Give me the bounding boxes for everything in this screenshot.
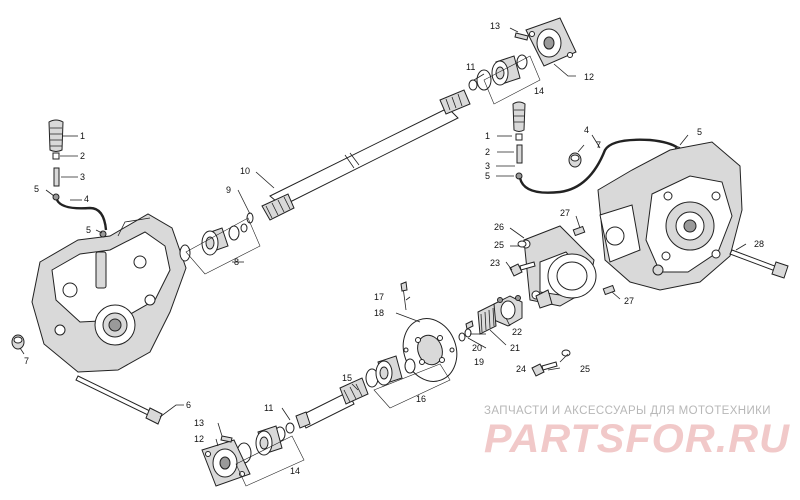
callout-4: 4 xyxy=(584,125,589,135)
seal-bearing-16 xyxy=(365,355,416,388)
callout-28: 28 xyxy=(754,239,764,249)
callout-17: 17 xyxy=(374,292,384,302)
rear-gearcase xyxy=(597,141,743,291)
callout-14: 14 xyxy=(290,466,300,476)
front-gearcase xyxy=(31,213,187,373)
spacer-11-lower xyxy=(285,422,295,434)
spacer-11-upper xyxy=(468,79,478,91)
callout-3: 3 xyxy=(485,161,490,171)
callout-8: 8 xyxy=(234,257,239,267)
callout-5: 5 xyxy=(86,225,91,235)
callout-3: 3 xyxy=(80,172,85,182)
callout-11: 11 xyxy=(466,62,475,72)
callout-1: 1 xyxy=(485,131,490,141)
coupler-22 xyxy=(493,295,523,327)
callout-14: 14 xyxy=(534,86,544,96)
bolt-28 xyxy=(729,249,789,279)
washers-19-20 xyxy=(458,320,474,342)
gasket-plate xyxy=(535,253,597,309)
seal-bearing-8 xyxy=(179,223,248,262)
callout-2: 2 xyxy=(80,151,85,161)
bolt-23 xyxy=(509,240,536,277)
callout-24: 24 xyxy=(516,364,526,374)
housing-12-upper xyxy=(514,17,577,67)
leader-lines xyxy=(19,27,747,487)
seal-bearing-14-upper xyxy=(476,54,528,91)
callout-13: 13 xyxy=(194,418,204,428)
callout-7: 7 xyxy=(596,140,601,150)
callout-20: 20 xyxy=(472,343,482,353)
plug-7-left xyxy=(11,334,25,350)
seal-bearing-14-lower xyxy=(236,425,286,464)
callout-9: 9 xyxy=(226,185,231,195)
housing-12-lower xyxy=(201,435,251,487)
callout-6: 6 xyxy=(186,400,191,410)
bolt-24 xyxy=(531,349,571,377)
callout-5: 5 xyxy=(697,127,702,137)
stub-shaft-15 xyxy=(295,377,369,429)
callout-5: 5 xyxy=(485,171,490,181)
callout-12: 12 xyxy=(194,434,204,444)
watermark: ЗАПЧАСТИ И АКСЕССУАРЫ ДЛЯ МОТОТЕХНИКИ PA… xyxy=(484,405,790,461)
callout-25: 25 xyxy=(580,364,590,374)
callout-13: 13 xyxy=(490,21,500,31)
vent-assembly-left xyxy=(48,119,108,238)
drive-shaft-10 xyxy=(246,89,471,224)
callout-25: 25 xyxy=(494,240,504,250)
callout-23: 23 xyxy=(490,258,500,268)
callout-26: 26 xyxy=(494,222,504,232)
pins-27 xyxy=(572,225,616,296)
callout-15: 15 xyxy=(342,373,352,383)
callout-2: 2 xyxy=(485,147,490,157)
brake-disc-18 xyxy=(400,281,458,382)
callout-10: 10 xyxy=(240,166,250,176)
callout-5: 5 xyxy=(34,184,39,194)
spring-21 xyxy=(477,303,497,335)
watermark-caption: ЗАПЧАСТИ И АКСЕССУАРЫ ДЛЯ МОТОТЕХНИКИ xyxy=(484,405,771,417)
callout-12: 12 xyxy=(584,72,594,82)
watermark-logo: PARTSFOR.RU xyxy=(484,417,790,461)
bolt-6 xyxy=(75,375,163,425)
callout-21: 21 xyxy=(510,343,520,353)
callout-22: 22 xyxy=(512,327,522,337)
callout-1: 1 xyxy=(80,131,85,141)
callout-7: 7 xyxy=(24,356,29,366)
callout-labels: 1 2 3 5 4 5 7 6 8 9 10 13 11 12 14 1 2 3… xyxy=(24,21,764,476)
callout-11: 11 xyxy=(264,403,273,413)
callout-27: 27 xyxy=(624,296,634,306)
callout-19: 19 xyxy=(474,357,484,367)
callout-16: 16 xyxy=(416,394,426,404)
callout-4: 4 xyxy=(84,194,89,204)
callout-27: 27 xyxy=(560,208,570,218)
callout-18: 18 xyxy=(374,308,384,318)
